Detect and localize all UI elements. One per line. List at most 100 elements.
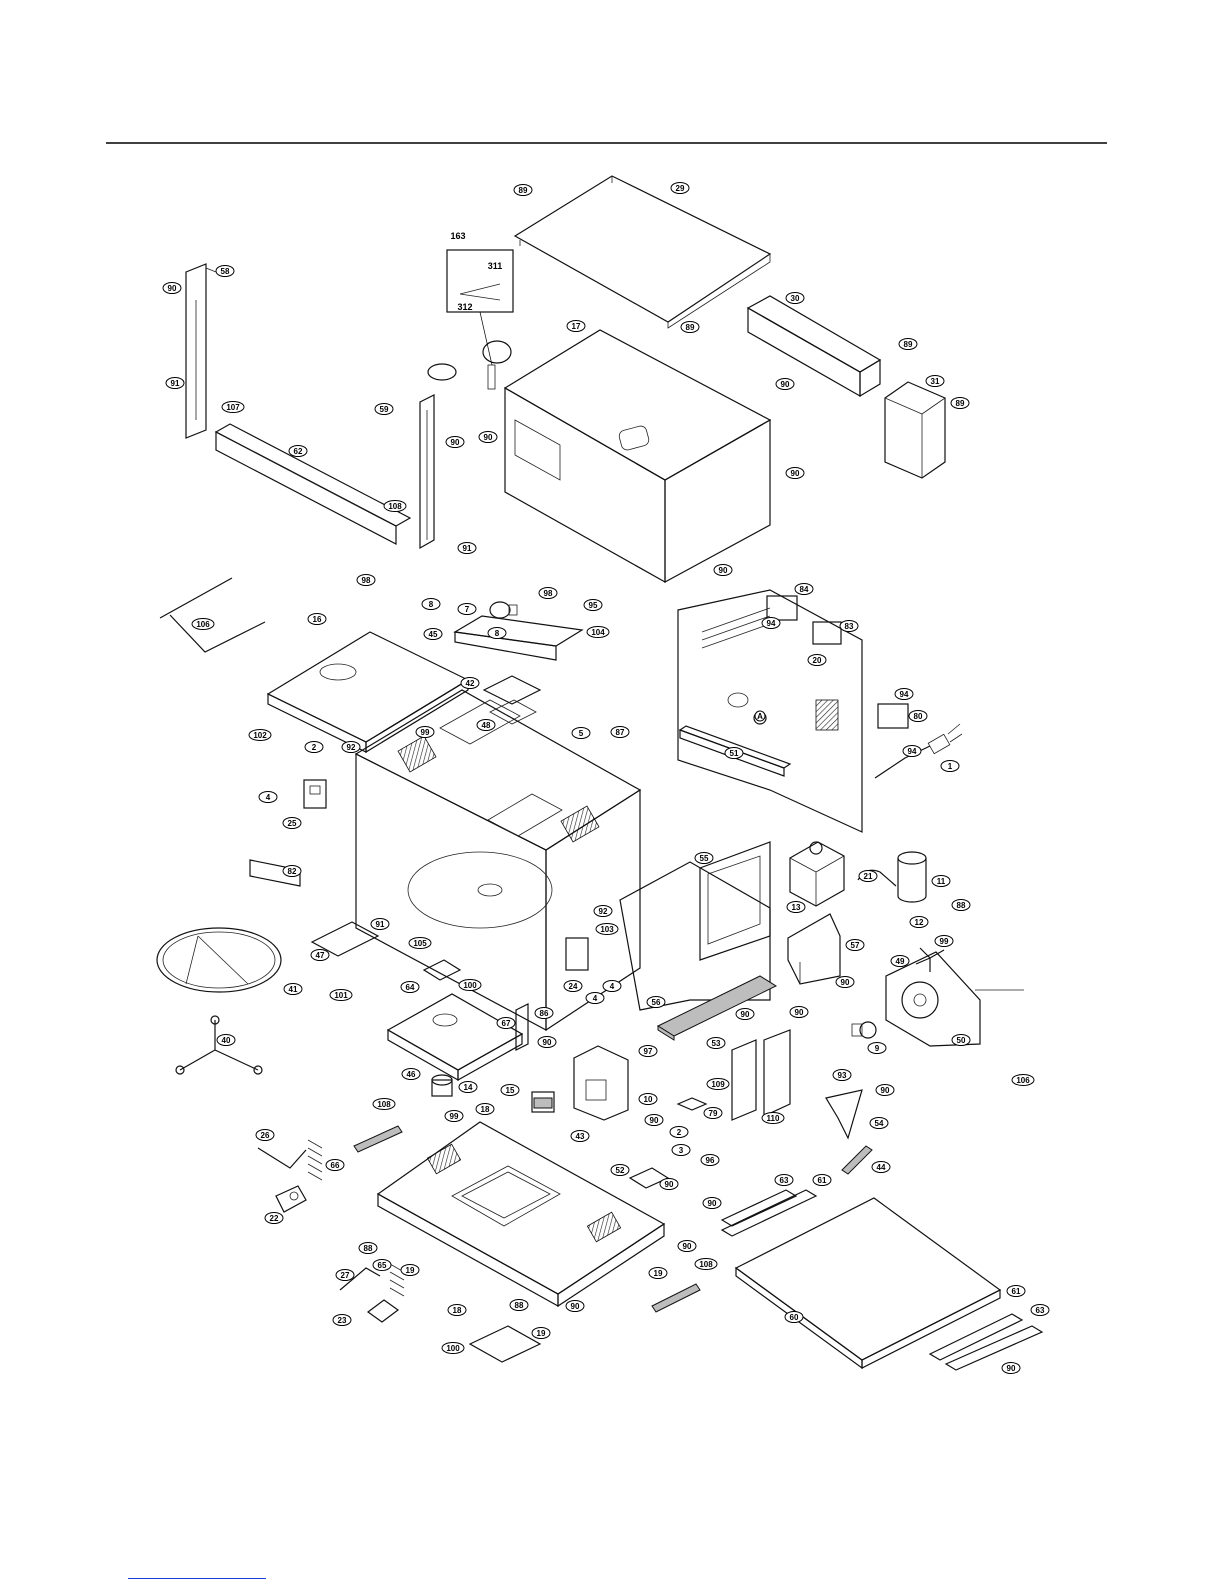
callout-number: 94: [900, 690, 909, 699]
callout-number: 41: [289, 985, 298, 994]
callout-number: 100: [446, 1344, 460, 1353]
callout-oval: [774, 1174, 794, 1186]
callout-110: 110: [761, 1112, 785, 1124]
callout-79: 79: [703, 1107, 723, 1119]
callout-number: 106: [196, 620, 210, 629]
callout-90q: 90: [1001, 1362, 1021, 1374]
strip-108-right: [651, 1283, 701, 1313]
callout-number: 108: [388, 502, 402, 511]
callout-89c: 89: [898, 338, 918, 350]
callout-oval: [383, 500, 407, 512]
callout-22: 22: [264, 1212, 284, 1224]
lamp-bracket-104: [453, 615, 584, 661]
callout-oval: [307, 613, 327, 625]
callout-number: 90: [881, 1086, 890, 1095]
callout-oval: [593, 905, 613, 917]
callout-oval: [931, 875, 951, 887]
callout-oval: [531, 1327, 551, 1339]
svg-text:A: A: [757, 712, 763, 721]
callout-number: 105: [413, 939, 427, 948]
callout-number: 66: [331, 1161, 340, 1170]
callout-number: 95: [589, 601, 598, 610]
callout-number: 80: [914, 712, 923, 721]
callout-312: 312: [457, 302, 472, 312]
callout-90b: 90: [445, 436, 465, 448]
callout-number: 88: [515, 1301, 524, 1310]
callout-108c: 108: [694, 1258, 718, 1270]
callout-number: 27: [341, 1271, 350, 1280]
callout-oval: [659, 1178, 679, 1190]
switch-assy-25: [303, 779, 327, 809]
callout-4c: 4: [602, 980, 622, 992]
callout-oval: [221, 401, 245, 413]
callout-oval: [671, 1144, 691, 1156]
callout-oval: [444, 1110, 464, 1122]
callout-number: 19: [406, 1266, 415, 1275]
callout-99a: 99: [415, 726, 435, 738]
callout-106a: 106: [191, 618, 215, 630]
footer-link-underline[interactable]: [128, 1578, 266, 1579]
callout-number: 58: [221, 267, 230, 276]
callout-oval: [478, 431, 498, 443]
callout-2a: 2: [304, 741, 324, 753]
callout-number: 109: [711, 1080, 725, 1089]
callout-oval: [283, 983, 303, 995]
shield-47: [310, 921, 380, 957]
callout-95: 95: [583, 599, 603, 611]
outer-case-top-panel: [513, 175, 772, 329]
callout-oval: [646, 996, 666, 1008]
box-cover-31: [884, 381, 946, 479]
callout-oval: [165, 377, 185, 389]
callout-94c: 94: [902, 745, 922, 757]
callout-oval: [713, 564, 733, 576]
callout-oval: [610, 726, 630, 738]
callout-number: 99: [421, 728, 430, 737]
callout-oval: [583, 599, 603, 611]
duct-53: [656, 975, 778, 1041]
callout-number: 67: [502, 1019, 511, 1028]
callout-number: 51: [730, 749, 739, 758]
motor-46: [431, 1074, 453, 1097]
callout-number: 18: [453, 1306, 462, 1315]
callout-number: 91: [171, 379, 180, 388]
callout-oval: [951, 1034, 971, 1046]
callout-number: 21: [864, 872, 873, 881]
callout-90j: 90: [537, 1036, 557, 1048]
callout-26: 26: [255, 1129, 275, 1141]
spring-66: [307, 1139, 323, 1181]
callout-number: 88: [364, 1244, 373, 1253]
callout-90m: 90: [659, 1178, 679, 1190]
callout-number: 4: [266, 793, 271, 802]
callout-oval: [457, 542, 477, 554]
callout-number: 90: [708, 1199, 717, 1208]
callout-number: 65: [378, 1261, 387, 1270]
callout-oval: [191, 618, 215, 630]
bracket-52: [628, 1167, 670, 1189]
callout-163: 163: [450, 231, 465, 241]
labels-83-84-80: [766, 595, 909, 729]
callout-63a: 63: [774, 1174, 794, 1186]
callout-10: 10: [638, 1093, 658, 1105]
callout-number: 54: [875, 1119, 884, 1128]
callout-number: 90: [451, 438, 460, 447]
callout-90a: 90: [775, 378, 795, 390]
callout-oval: [1030, 1304, 1050, 1316]
callout-99c: 99: [444, 1110, 464, 1122]
callout-2b: 2: [669, 1126, 689, 1138]
strip-44: [841, 1145, 873, 1175]
lever-23: [366, 1299, 400, 1323]
base-plate-67: [386, 993, 524, 1082]
callout-88c: 88: [509, 1299, 529, 1311]
filter-42-48: [482, 675, 542, 725]
choke-15: [531, 1091, 555, 1113]
callout-number: 30: [791, 294, 800, 303]
callout-oval: [775, 378, 795, 390]
callout-100b: 100: [441, 1342, 465, 1354]
callout-oval: [735, 1008, 755, 1020]
callout-number: 5: [579, 729, 584, 738]
reference-mark-a: A: [754, 710, 766, 722]
callout-108b: 108: [372, 1098, 396, 1110]
callout-number: 4: [610, 982, 615, 991]
callout-number: 1: [948, 762, 953, 771]
callout-number: 89: [519, 186, 528, 195]
